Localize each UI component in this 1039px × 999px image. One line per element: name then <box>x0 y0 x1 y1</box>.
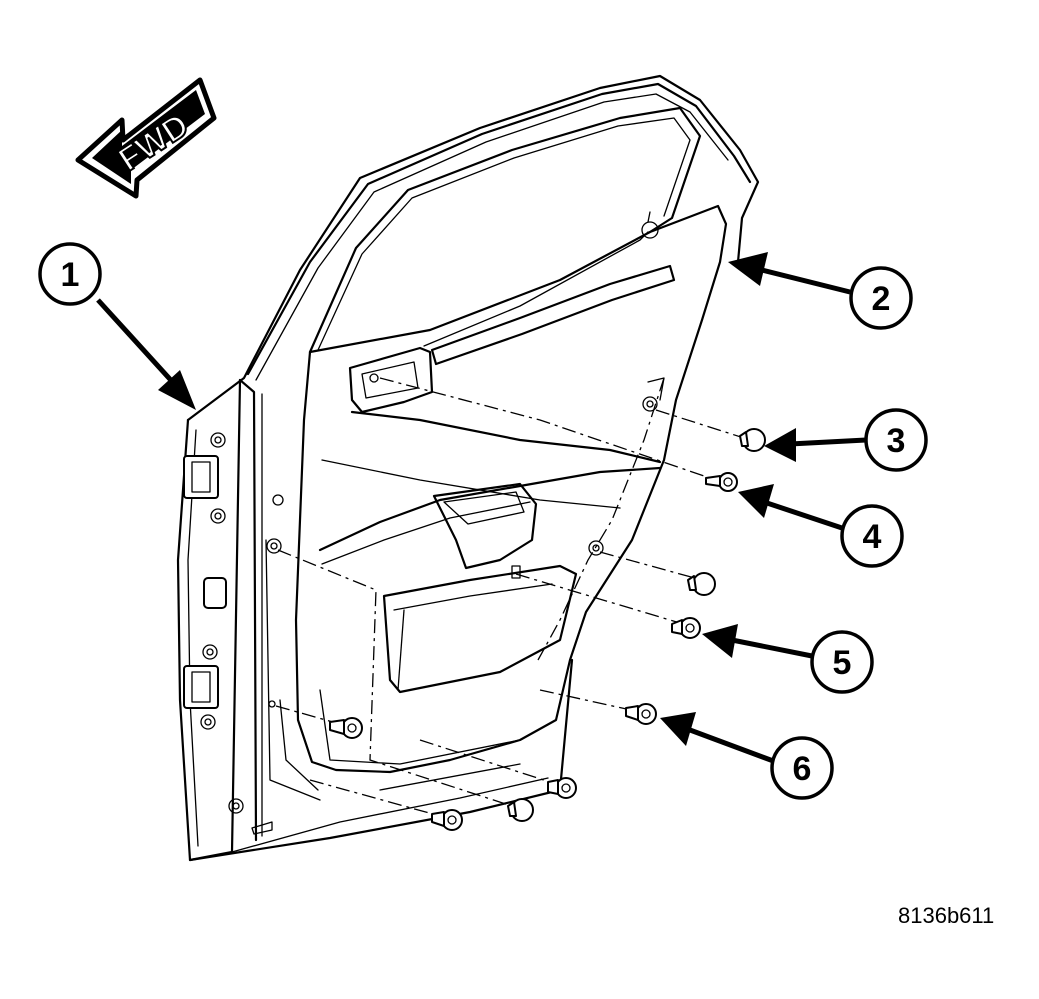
figure-reference-code: 8136b611 <box>898 903 995 928</box>
callout-3-label: 3 <box>887 422 906 460</box>
callout-2: 2 <box>849 266 913 330</box>
callout-4: 4 <box>840 504 904 568</box>
door-shell <box>176 74 760 862</box>
callout-4-label: 4 <box>863 518 882 556</box>
callout-2-label: 2 <box>872 280 891 318</box>
callout-1-label: 1 <box>61 256 80 294</box>
trim-panel <box>266 204 728 774</box>
callout-5: 5 <box>810 630 874 694</box>
push-pin-retainer <box>507 798 534 822</box>
callout-1: 1 <box>38 242 102 306</box>
screw <box>431 809 463 831</box>
screw <box>625 703 657 725</box>
leader-arrows <box>96 252 867 765</box>
callout-5-label: 5 <box>833 644 852 682</box>
callout-6: 6 <box>770 736 834 800</box>
screw <box>671 617 701 639</box>
forward-direction-arrow: FWD <box>75 77 217 199</box>
callout-6-label: 6 <box>793 750 812 788</box>
screw <box>329 717 363 739</box>
screw <box>705 472 738 492</box>
screw <box>547 777 577 799</box>
push-pin-retainer <box>687 572 716 596</box>
callout-3: 3 <box>864 408 928 472</box>
push-pin-retainer <box>739 428 766 452</box>
alignment-lines <box>275 377 745 817</box>
